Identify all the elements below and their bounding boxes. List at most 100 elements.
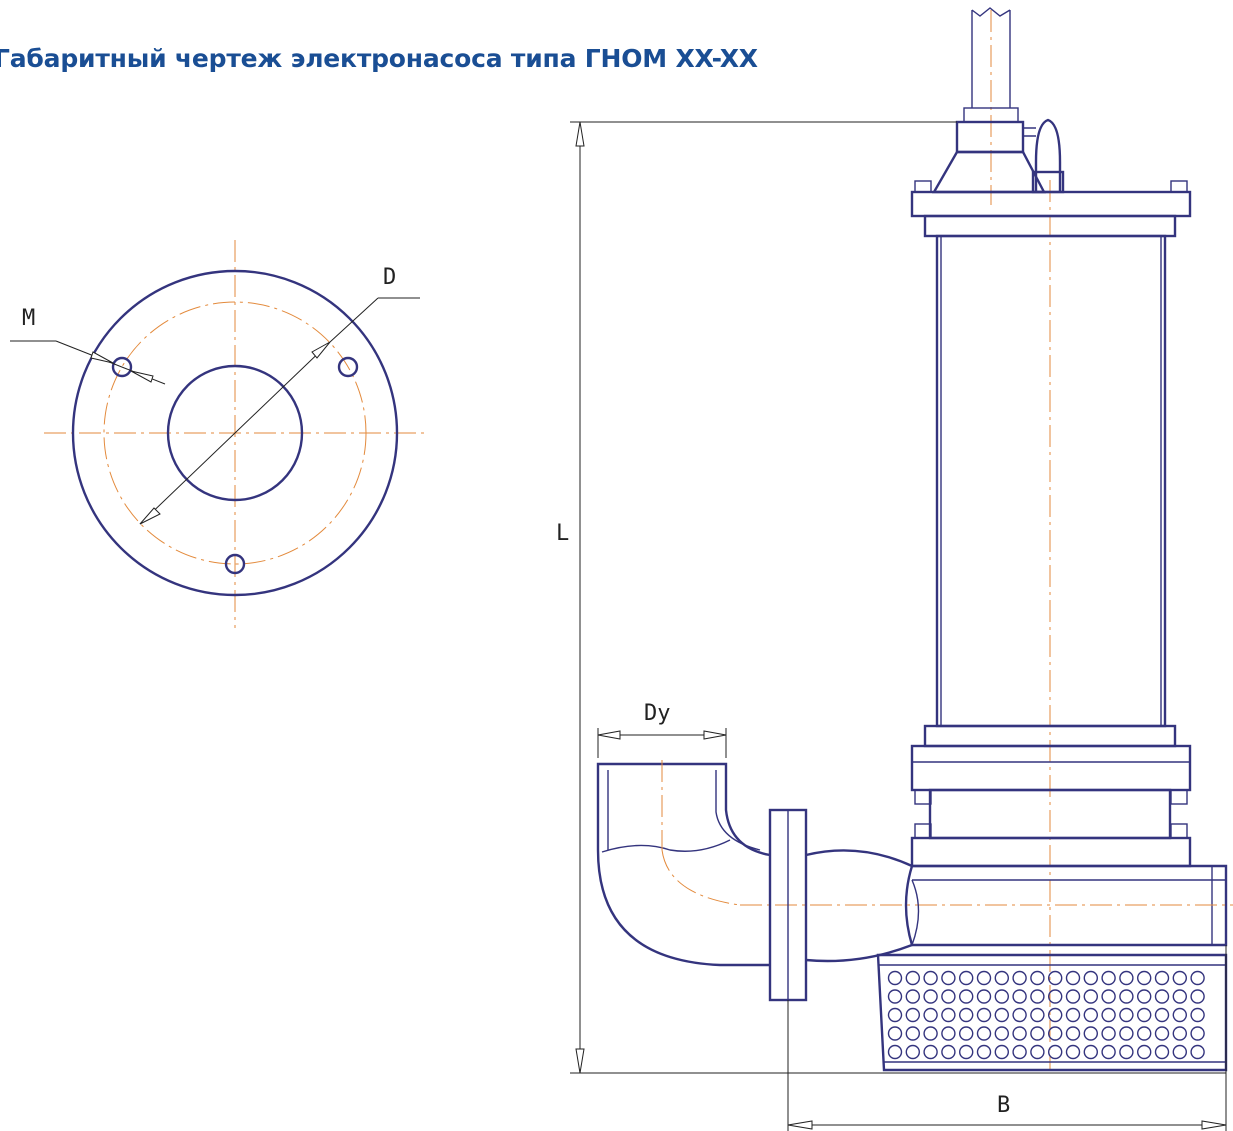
drawing-title: Габаритный чертеж электронасоса типа ГНО… — [0, 44, 758, 73]
strainer-hole — [1119, 1007, 1134, 1023]
strainer-hole — [1190, 989, 1205, 1004]
strainer-hole — [1154, 1007, 1170, 1023]
strainer-hole — [1101, 1044, 1116, 1060]
strainer-hole — [923, 989, 938, 1004]
strainer-hole — [1083, 1026, 1099, 1041]
strainer-hole — [1083, 989, 1099, 1004]
strainer-hole — [1190, 1026, 1205, 1041]
elbow-break — [601, 839, 731, 853]
strainer-hole — [1030, 1007, 1045, 1023]
pump-top-flange — [910, 836, 1192, 868]
arrow — [787, 1120, 813, 1130]
discharge-pipe — [805, 849, 913, 963]
strainer-hole — [1136, 1026, 1152, 1041]
strainer-hole — [1047, 1026, 1063, 1041]
cable-gland-base — [931, 150, 1046, 194]
strainer-hole — [905, 970, 920, 986]
strainer-hole — [923, 1007, 938, 1023]
strainer-hole — [1136, 970, 1152, 986]
dy-label: Dy — [644, 701, 671, 726]
strainer-hole — [941, 1026, 956, 1041]
strainer-hole — [976, 970, 992, 986]
strainer-hole — [905, 1044, 920, 1060]
strainer-hole — [887, 1044, 903, 1060]
pump-casing — [904, 864, 1228, 947]
strainer-hole — [1190, 1044, 1205, 1060]
top-bolt — [1170, 180, 1188, 193]
strainer-hole — [994, 1044, 1009, 1060]
strainer-hole — [887, 970, 903, 986]
pipe-break — [911, 879, 920, 946]
arrow — [130, 370, 154, 383]
strainer-hole — [941, 1044, 956, 1060]
strainer-hole — [1172, 1026, 1188, 1041]
pump-side-view — [570, 7, 1233, 1131]
strainer-hole — [1065, 1044, 1081, 1060]
arrow — [311, 341, 331, 359]
strainer-hole — [994, 989, 1009, 1004]
strainer-hole — [1083, 1044, 1099, 1060]
arrow — [90, 351, 114, 364]
motor-body — [935, 234, 1167, 728]
strainer-hole — [1030, 1044, 1045, 1060]
strainer-hole — [959, 1044, 974, 1060]
strainer-hole — [1136, 1007, 1152, 1023]
b-label: B — [997, 1093, 1010, 1118]
strainer-hole — [1047, 970, 1063, 986]
strainer-hole — [976, 989, 992, 1004]
strainer-hole — [1012, 1044, 1027, 1060]
strainer-hole — [994, 970, 1009, 986]
strainer-hole — [887, 1007, 903, 1023]
strainer-hole — [1030, 989, 1045, 1004]
arrow — [597, 730, 621, 740]
strainer-hole — [905, 1007, 920, 1023]
strainer-hole — [1012, 1007, 1027, 1023]
strainer-hole — [1172, 989, 1188, 1004]
strainer-hole — [1119, 1044, 1134, 1060]
strainer-hole — [1065, 970, 1081, 986]
strainer-hole — [1047, 1044, 1063, 1060]
strainer-hole — [1047, 1007, 1063, 1023]
strainer-hole — [923, 970, 938, 986]
flange-bore-circle — [166, 364, 304, 502]
strainer-hole — [1154, 1044, 1170, 1060]
elbow-axis-curve — [661, 849, 741, 906]
top-bolt — [914, 180, 932, 193]
strainer-hole — [1172, 970, 1188, 986]
bolt-hole — [111, 356, 133, 378]
strainer-hole — [976, 1044, 992, 1060]
arrow — [575, 1048, 585, 1074]
strainer-hole — [1119, 970, 1134, 986]
lifting-eye — [1034, 118, 1062, 192]
strainer-hole — [1154, 989, 1170, 1004]
strainer-hole — [1136, 1044, 1152, 1060]
arrow — [703, 730, 727, 740]
l-label: L — [556, 521, 569, 546]
strainer-hole — [887, 1026, 903, 1041]
strainer-hole — [1172, 1007, 1188, 1023]
strainer-hole — [1119, 1026, 1134, 1041]
top-flange — [910, 190, 1192, 218]
d-leader — [329, 297, 379, 343]
strainer-hole — [994, 1007, 1009, 1023]
m-label: M — [22, 306, 35, 331]
flange-bolt — [914, 823, 932, 839]
flange-view — [10, 240, 428, 628]
strainer-hole — [1136, 989, 1152, 1004]
strainer-hole — [941, 970, 956, 986]
strainer-hole — [1030, 1026, 1045, 1041]
strainer-hole — [1012, 989, 1027, 1004]
cable-gland-body — [955, 120, 1025, 154]
elbow-inner — [607, 770, 761, 851]
flange-bolt — [914, 789, 932, 805]
strainer-hole — [959, 970, 974, 986]
arrow — [1201, 1120, 1227, 1130]
strainer-hole — [959, 989, 974, 1004]
strainer-hole — [959, 1007, 974, 1023]
flange-outer-circle — [71, 269, 399, 597]
strainer-hole — [1190, 970, 1205, 986]
eye-bolt — [1024, 127, 1036, 137]
bolt-circle — [103, 301, 367, 565]
strainer-hole — [1101, 1007, 1116, 1023]
